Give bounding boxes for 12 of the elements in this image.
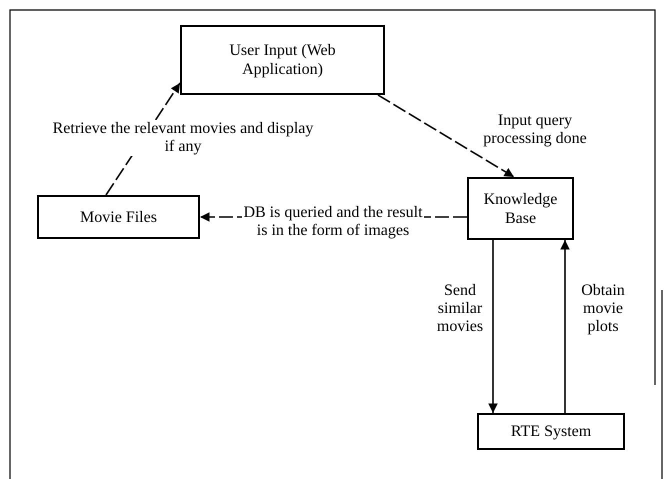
arrow (378, 94, 514, 178)
box-label: Knowledge Base (482, 190, 558, 228)
box-label: User Input (Web Application) (228, 41, 337, 79)
box-label: RTE System (510, 422, 592, 441)
process-box (37, 195, 200, 239)
edge-label: DB is queried and the result is in the form of images (242, 204, 424, 240)
process-box (180, 25, 385, 95)
process-box (477, 413, 625, 450)
arrow (560, 240, 570, 413)
box-label: Movie Files (80, 208, 157, 226)
arrow (488, 240, 498, 413)
process-box (467, 177, 574, 240)
